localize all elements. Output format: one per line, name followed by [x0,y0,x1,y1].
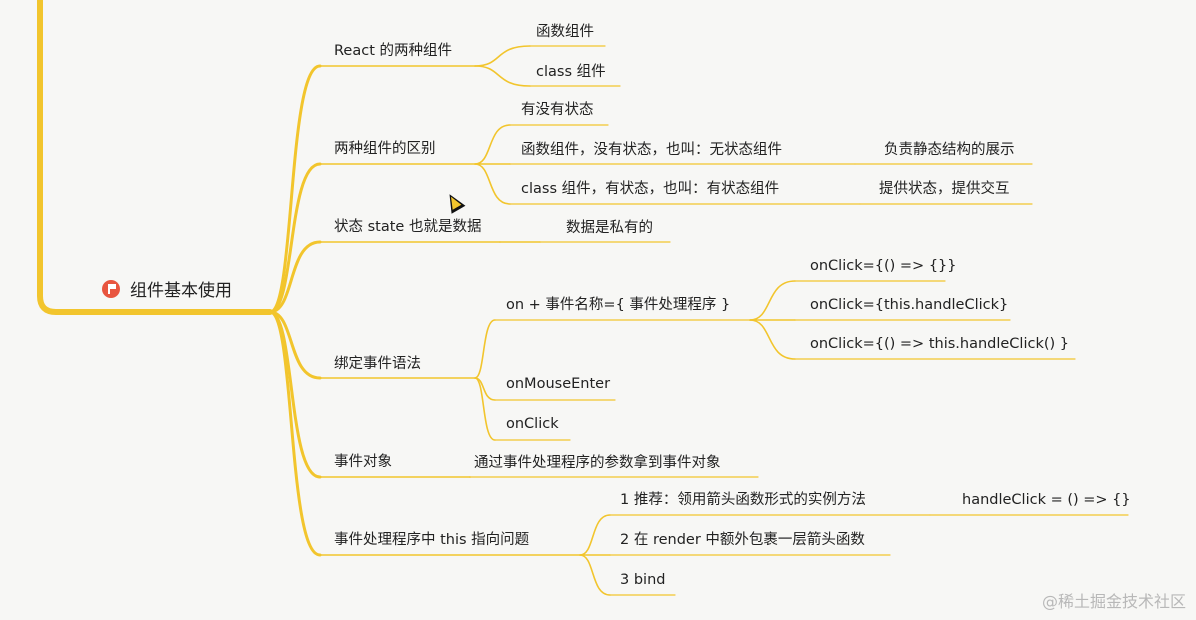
node-onclick-arrow-empty[interactable]: onClick={() => {}} [810,258,957,274]
connector-l1-3 [268,310,322,380]
branch-event-object[interactable]: 事件对象 [334,454,392,470]
node-has-state[interactable]: 有没有状态 [521,102,594,118]
node-private-data[interactable]: 数据是私有的 [566,220,653,236]
node-event-object-param[interactable]: 通过事件处理程序的参数拿到事件对象 [474,455,721,471]
node-onclick-this[interactable]: onClick={this.handleClick} [810,297,1009,313]
node-bind[interactable]: 3 bind [620,572,666,588]
react-c0 [474,45,531,67]
node-arrow-method[interactable]: 1 推荐：领用箭头函数形式的实例方法 [620,492,866,508]
bind-c0 [474,319,496,379]
branch-state[interactable]: 状态 state 也就是数据 [334,219,482,235]
onclick-c0 [749,280,796,321]
node-handleclick-arrow[interactable]: handleClick = () => {} [962,492,1131,508]
node-onclick-arrow-call[interactable]: onClick={() => this.handleClick() } [810,336,1070,352]
branch-component-difference[interactable]: 两种组件的区别 [334,141,436,157]
connector-l1-0 [268,64,322,314]
branch-event-binding[interactable]: 绑定事件语法 [334,356,421,372]
node-on-event-syntax[interactable]: on + 事件名称={ 事件处理程序 } [506,297,731,313]
node-render-arrow[interactable]: 2 在 render 中额外包裹一层箭头函数 [620,532,865,548]
node-static-display[interactable]: 负责静态结构的展示 [884,142,1015,158]
connector-l1-1 [268,162,322,314]
node-stateless[interactable]: 函数组件，没有状态，也叫：无状态组件 [521,142,782,158]
node-onclick[interactable]: onClick [506,416,559,432]
branch-react-two-components[interactable]: React 的两种组件 [334,43,452,59]
root-node[interactable]: 组件基本使用 [102,276,232,301]
node-provide-state[interactable]: 提供状态，提供交互 [879,181,1010,197]
trunk-line [37,0,273,315]
connector-l1-2 [268,240,322,314]
watermark: @稀土掘金技术社区 [1041,592,1186,611]
this-c0 [579,514,611,556]
diff-c0 [474,124,511,165]
connector-l1-5 [268,310,322,557]
flag-icon [102,279,120,298]
diff-c2 [474,163,511,205]
node-function-component[interactable]: 函数组件 [536,24,594,40]
bind-c2 [474,377,496,441]
onclick-c2 [749,319,796,360]
react-c1 [474,65,531,87]
node-class-component[interactable]: class 组件 [536,64,606,80]
node-onmouseenter[interactable]: onMouseEnter [506,376,611,392]
node-stateful[interactable]: class 组件，有状态，也叫：有状态组件 [521,181,780,197]
root-label: 组件基本使用 [130,281,232,301]
this-c2 [579,554,611,596]
branch-this-issue[interactable]: 事件处理程序中 this 指向问题 [334,532,530,548]
